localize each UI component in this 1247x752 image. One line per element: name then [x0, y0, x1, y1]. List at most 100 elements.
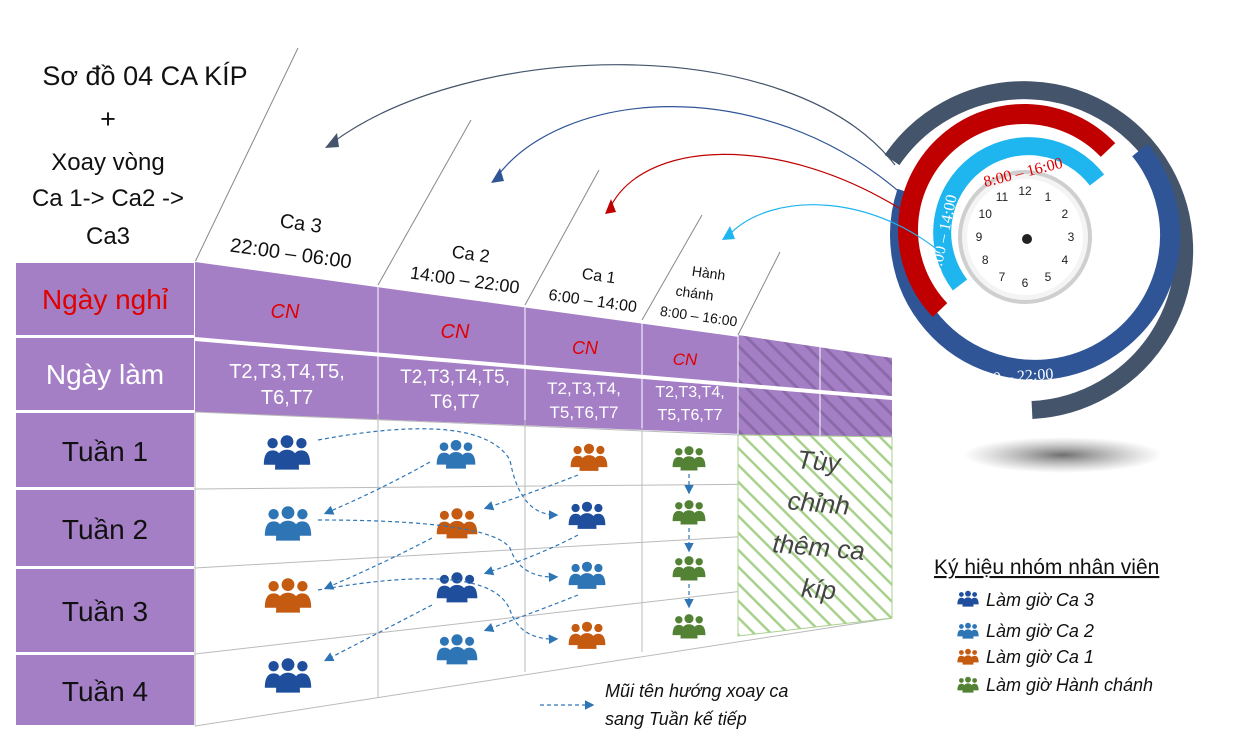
- people-icon-w1-ca3: [263, 435, 311, 470]
- hc-name-2: chánh: [675, 282, 715, 303]
- days-ca2-line1: T2,T3,T4,T5,: [400, 367, 510, 388]
- diagram-title: Sơ đồ 04 CA KÍP + Xoay vòng Ca 1-> Ca2 -…: [32, 61, 248, 250]
- custom-line-1: Tùy: [796, 444, 844, 478]
- clock-shadow: [963, 437, 1163, 473]
- ring-hc: [933, 137, 1105, 291]
- header-guides: [194, 47, 781, 336]
- ring-ca1: [898, 104, 1116, 317]
- clock-number-4: 4: [1061, 253, 1068, 267]
- clock-arrow-ca2: [495, 106, 904, 196]
- title-line-2: +: [100, 104, 116, 134]
- people-icon-w2-hc: [672, 500, 706, 525]
- column-header-ca2: Ca 2 14:00 – 22:00: [409, 242, 521, 298]
- column-header-ca3: Ca 3 22:00 – 06:00: [229, 210, 353, 273]
- people-icon-w1-hc: [672, 446, 706, 471]
- ring-ca2: [890, 143, 1180, 380]
- clock-number-7: 7: [999, 270, 1006, 284]
- row-label-tuan-3: Tuần 3: [62, 596, 148, 627]
- people-icon-w3-ca2: [436, 572, 478, 603]
- row-label-tuan-2: Tuần 2: [62, 514, 148, 545]
- people-icon-w4-hc: [672, 614, 706, 639]
- days-ca1-line1: T2,T3,T4,: [547, 379, 621, 398]
- clock-number-10: 10: [979, 207, 993, 221]
- days-ca1-line2: T5,T6,T7: [550, 403, 619, 422]
- people-icon-w3-ca3: [264, 578, 312, 613]
- days-hc-line1: T2,T3,T4,: [655, 384, 724, 401]
- clock-number-5: 5: [1045, 270, 1052, 284]
- cn-ca2: CN: [441, 321, 470, 343]
- arrow-note-line-1: Mũi tên hướng xoay ca: [605, 681, 788, 701]
- people-icon-w3-hc: [672, 556, 706, 581]
- ring-label-ca2: 14:00 – 22:00: [964, 366, 1054, 389]
- hc-name-1: Hành: [691, 263, 726, 284]
- clock-number-6: 6: [1022, 276, 1029, 290]
- legend-item-ca3: Làm giờ Ca 3: [986, 590, 1094, 610]
- custom-line-2: chỉnh: [787, 485, 852, 520]
- days-ca3-line2: T6,T7: [261, 387, 313, 409]
- cn-ca1: CN: [572, 338, 599, 358]
- ca2-name: Ca 2: [451, 242, 491, 267]
- legend-item-ca1: Làm giờ Ca 1: [986, 647, 1094, 667]
- title-line-3: Xoay vòng: [51, 149, 164, 176]
- ca3-name: Ca 3: [278, 210, 323, 238]
- cn-cells: CN CN CN CN: [271, 301, 698, 369]
- people-icon-w4-ca1: [568, 621, 606, 649]
- days-ca2-line2: T6,T7: [430, 392, 480, 413]
- legend: Ký hiệu nhóm nhân viên Làm giờ Ca 3 Làm …: [934, 556, 1159, 695]
- ca2-time: 14:00 – 22:00: [409, 262, 521, 297]
- clock-arrow-ca1: [608, 153, 911, 216]
- people-icon-w2-ca1: [568, 501, 606, 529]
- days-hc-line2: T5,T6,T7: [658, 407, 723, 424]
- clock-number-11: 11: [996, 190, 1009, 204]
- row-label-ngay-lam: Ngày làm: [46, 359, 164, 390]
- people-icon-w1-ca2: [436, 440, 476, 469]
- clock-number-1: 1: [1045, 190, 1052, 204]
- custom-line-4: kíp: [800, 573, 837, 606]
- clock-center: [1022, 234, 1032, 244]
- legend-icon-ca2: [957, 622, 979, 639]
- clock-number-12: 12: [1018, 184, 1032, 198]
- people-icon-w4-ca3: [264, 658, 312, 693]
- people-icon-w2-ca2: [436, 508, 478, 539]
- row-labels: Ngày nghỉ Ngày làm Tuần 1 Tuần 2 Tuần 3 …: [14, 261, 196, 727]
- days-ca3-line1: T2,T3,T4,T5,: [229, 361, 345, 383]
- title-line-1: Sơ đồ 04 CA KÍP: [42, 61, 247, 91]
- working-days-cells: T2,T3,T4,T5, T6,T7 T2,T3,T4,T5, T6,T7 T2…: [229, 361, 724, 424]
- people-icon-w4-ca2: [436, 634, 478, 665]
- legend-icon-ca3: [957, 590, 979, 607]
- legend-item-ca2: Làm giờ Ca 2: [986, 621, 1094, 641]
- ca1-name: Ca 1: [581, 266, 617, 288]
- cn-ca3: CN: [271, 301, 300, 323]
- cn-hc: CN: [673, 350, 698, 369]
- hc-time: 8:00 – 16:00: [659, 303, 739, 330]
- rotation-arrows: [317, 428, 694, 710]
- clock-number-8: 8: [982, 253, 989, 267]
- clock-number-2: 2: [1061, 207, 1068, 221]
- clock-arrows: [331, 64, 959, 269]
- clock-arrowheads: [325, 133, 735, 240]
- clock-arrow-hc: [727, 204, 959, 269]
- row-label-tuan-4: Tuần 4: [62, 676, 148, 707]
- clock-arrow-ca3: [331, 64, 896, 166]
- column-header-hanh-chanh: Hành chánh 8:00 – 16:00: [659, 263, 739, 330]
- clock-number-3: 3: [1068, 230, 1075, 244]
- purple-band: [195, 262, 892, 440]
- column-header-ca1: Ca 1 6:00 – 14:00: [547, 266, 638, 316]
- arrow-note: Mũi tên hướng xoay ca sang Tuần kế tiếp: [605, 681, 788, 729]
- legend-icon-hc: [957, 676, 979, 693]
- legend-title: Ký hiệu nhóm nhân viên: [934, 556, 1159, 579]
- ca1-time: 6:00 – 14:00: [547, 287, 638, 316]
- legend-item-hc: Làm giờ Hành chánh: [986, 675, 1153, 695]
- title-line-4: Ca 1-> Ca2 ->: [32, 185, 184, 212]
- arrow-note-line-2: sang Tuần kế tiếp: [605, 709, 747, 729]
- ca3-time: 22:00 – 06:00: [229, 235, 353, 274]
- people-icons: [263, 435, 706, 693]
- custom-shift-area: Tùy chỉnh thêm ca kíp: [737, 434, 893, 637]
- legend-icon-ca1: [957, 648, 979, 665]
- people-icon-w1-ca1: [570, 443, 608, 471]
- row-label-ngay-nghi: Ngày nghỉ: [42, 284, 169, 315]
- title-line-5: Ca3: [86, 223, 130, 250]
